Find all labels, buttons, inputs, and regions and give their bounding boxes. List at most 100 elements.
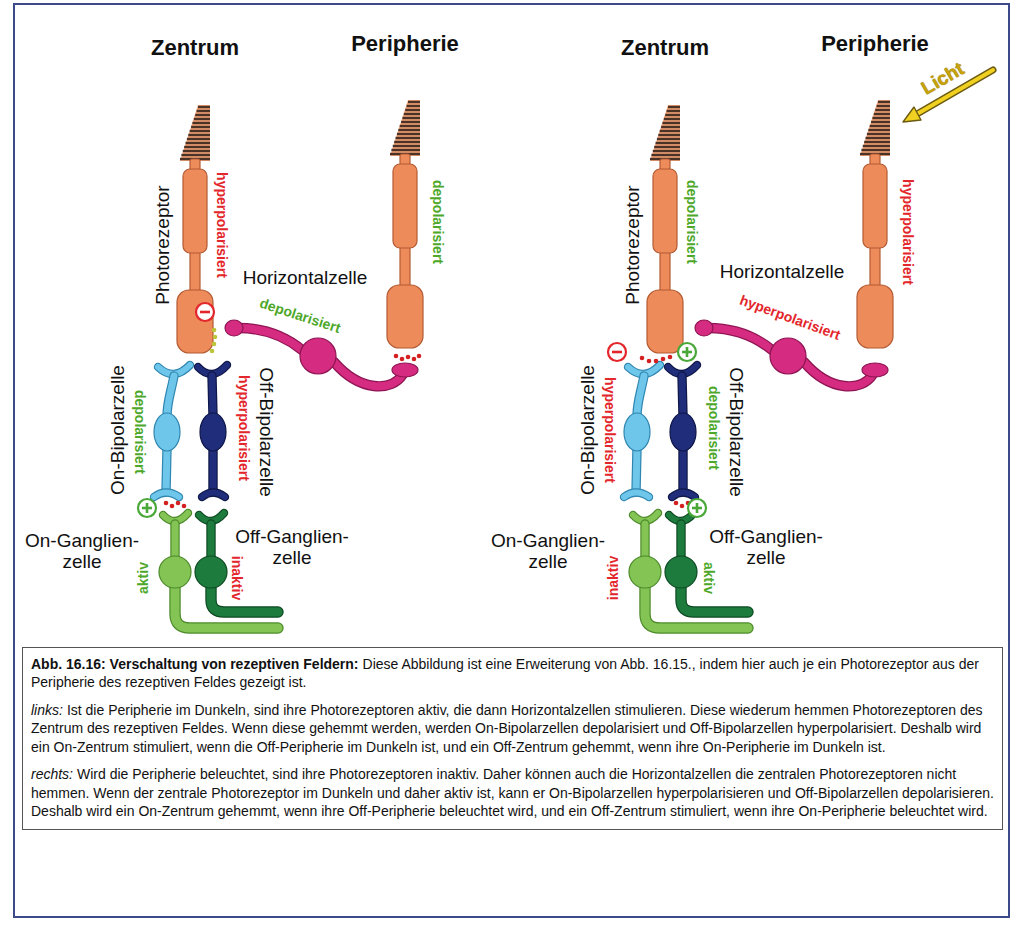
outer-segment [180, 105, 210, 161]
disc-stripe [197, 110, 210, 112]
disc-stripe [194, 118, 210, 120]
synapse-dot [182, 504, 187, 509]
bipolar-dendrite [682, 376, 683, 416]
disc-stripe [667, 110, 680, 112]
bipolar-soma [624, 413, 650, 451]
disc-stripe [186, 142, 210, 144]
outer-segment [650, 105, 680, 161]
photoreceptor-body [393, 164, 417, 248]
disc-stripe [190, 130, 210, 132]
bipolar-terminal [154, 493, 179, 498]
disc-stripe [188, 134, 210, 136]
panel-heading: Peripherie [351, 32, 459, 56]
synapse-dot [210, 349, 215, 354]
disc-stripe [198, 106, 210, 108]
on-bipolar-cell [624, 365, 660, 497]
bipolar-terminal [202, 493, 225, 498]
symbol-ring [138, 499, 156, 517]
disc-stripe [404, 113, 420, 115]
photoreceptor-body [863, 164, 887, 248]
disc-stripe [405, 109, 420, 111]
panel-heading: Zentrum [621, 36, 709, 60]
cell-name: Off-Ganglien- zelle [701, 527, 831, 569]
disc-stripe [871, 121, 890, 123]
disc-stripe [660, 130, 680, 132]
bipolar-dendrite [167, 376, 174, 416]
state-label: inaktiv [606, 556, 621, 600]
symbol-bar [612, 351, 622, 354]
synapse-dot [417, 354, 422, 359]
disc-stripe [875, 109, 890, 111]
symbol-bar [686, 347, 689, 357]
photoreceptor [647, 105, 683, 353]
state-label: hyperpolarisiert [601, 377, 616, 483]
cell-name: Horizontalzelle [720, 262, 845, 283]
panel-heading: Peripherie [821, 32, 929, 56]
synapse-dot [176, 501, 181, 506]
horizontal-process [708, 328, 772, 350]
disc-stripe [396, 137, 420, 139]
outer-segment [390, 100, 420, 156]
caption-paragraph: Abb. 16.16: Verschaltung von rezeptiven … [31, 655, 994, 692]
disc-stripe [657, 138, 680, 140]
bipolar-axon [210, 448, 217, 492]
horizontal-soma [300, 338, 336, 374]
horizontal-process [238, 328, 302, 350]
bipolar-dendrite [212, 376, 213, 416]
ganglion-dendrite [170, 524, 179, 558]
disc-stripe [402, 117, 420, 119]
state-label: depolarisiert [683, 180, 698, 264]
horizontal-terminal [862, 363, 888, 377]
ganglion-axon [645, 586, 748, 628]
cell-name: On-Bipolarzelle [578, 365, 599, 495]
disc-stripe [665, 114, 680, 116]
synapse-dot [640, 356, 645, 361]
bipolar-terminal [624, 493, 649, 498]
synapse-dot [212, 328, 217, 333]
state-label: hyperpolarisiert [899, 179, 914, 285]
ganglion-axon [211, 586, 278, 612]
light-label: Licht [918, 59, 968, 100]
state-label: depolarisiert [258, 296, 343, 337]
bipolar-dendrite [637, 376, 644, 416]
photoreceptor-body [177, 290, 213, 353]
excitation-symbol [678, 343, 696, 361]
horizontal-process [804, 362, 873, 386]
disc-stripe [394, 141, 420, 143]
inhibition-symbol [196, 303, 214, 321]
synapse-dot [661, 357, 666, 362]
cell-name: Off-Bipolarzelle [256, 367, 277, 497]
cell-name: Off-Ganglien- zelle [227, 527, 357, 569]
synapse-dot [170, 504, 175, 509]
bipolar-dendrite [167, 376, 174, 416]
disc-stripe [397, 133, 420, 135]
bipolar-terminal [624, 493, 649, 498]
ganglion-soma [159, 556, 191, 588]
caption-text: Wird die Peripherie beleuchtet, sind ihr… [31, 766, 994, 819]
ganglion-dendrite [172, 524, 179, 558]
disc-stripe [668, 106, 680, 108]
ganglion-dendrite [642, 524, 649, 558]
bipolar-axon [636, 448, 637, 492]
disc-stripe [866, 137, 890, 139]
panel-heading: Zentrum [151, 36, 239, 60]
photoreceptor [177, 105, 213, 353]
state-label: depolarisiert [131, 390, 146, 474]
state-label: depolarisiert [705, 386, 720, 470]
disc-stripe [656, 142, 680, 144]
horizontal-process [334, 362, 403, 386]
circuit-panel [138, 100, 423, 628]
outer-segment [860, 100, 890, 156]
horizontal-terminal [695, 320, 713, 336]
disc-stripe [391, 149, 420, 151]
state-label: hyperpolarisiert [738, 293, 843, 344]
cell-name: Off-Bipolarzelle [726, 367, 747, 497]
excitation-symbol [138, 499, 156, 517]
synapse-dot [406, 355, 411, 360]
symbol-ring [688, 499, 706, 517]
horizontal-soma [770, 338, 806, 374]
state-label: hyperpolarisiert [213, 172, 228, 278]
disc-stripe [393, 145, 420, 147]
disc-stripe [878, 101, 890, 103]
bipolar-soma [670, 413, 696, 451]
